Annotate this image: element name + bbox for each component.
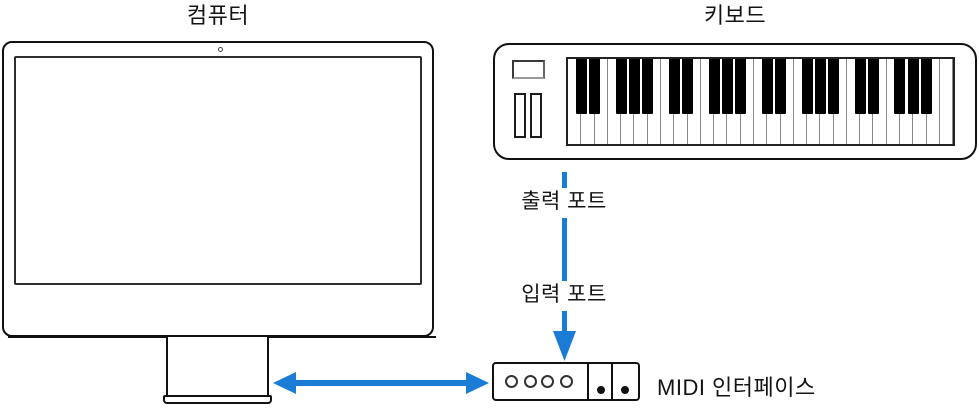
black-key: [907, 59, 919, 114]
black-key: [575, 59, 587, 114]
black-key: [708, 59, 720, 114]
black-key: [920, 59, 932, 114]
black-key: [668, 59, 680, 114]
pitch-wheel: [514, 93, 526, 138]
output-port-label: 출력 포트: [521, 190, 607, 213]
black-key: [642, 59, 654, 114]
camera-icon: [218, 47, 223, 52]
black-key: [814, 59, 826, 114]
black-key: [682, 59, 693, 114]
black-key: [801, 59, 813, 114]
midi-box-divider: [587, 364, 589, 399]
midi-indicator-dot: [621, 386, 629, 394]
computer-label: 컴퓨터: [186, 3, 250, 28]
left-arrowhead-icon: [273, 372, 296, 394]
keyboard-display: [512, 60, 545, 79]
monitor-screen: [14, 56, 422, 285]
computer-monitor: [2, 41, 436, 338]
keyboard-keys: [566, 57, 955, 146]
black-key: [854, 59, 866, 114]
black-key: [628, 59, 640, 114]
midi-box-divider: [611, 364, 613, 399]
down-arrowhead-icon: [553, 331, 576, 361]
black-key: [828, 59, 839, 114]
midi-port-circle: [505, 375, 518, 388]
keyboard-label: 키보드: [703, 3, 767, 28]
black-key: [774, 59, 786, 114]
mod-wheel: [530, 93, 542, 138]
input-port-label: 입력 포트: [521, 283, 607, 306]
black-key: [867, 59, 879, 114]
midi-interface-device: [492, 362, 640, 401]
monitor-stand-foot: [163, 395, 272, 404]
black-key: [894, 59, 906, 114]
midi-interface-label: MIDI 인터페이스: [657, 375, 816, 400]
midi-port-circle: [541, 375, 554, 388]
black-key: [761, 59, 773, 114]
midi-port-circle: [524, 375, 537, 388]
monitor-stand: [166, 337, 269, 397]
right-arrowhead-icon: [466, 372, 489, 394]
black-key: [735, 59, 747, 114]
midi-keyboard: [493, 43, 977, 160]
black-key: [615, 59, 627, 114]
black-key: [721, 59, 733, 114]
white-key: [939, 59, 954, 144]
black-key: [589, 59, 601, 114]
midi-indicator-dot: [597, 386, 605, 394]
midi-port-circle: [560, 375, 573, 388]
